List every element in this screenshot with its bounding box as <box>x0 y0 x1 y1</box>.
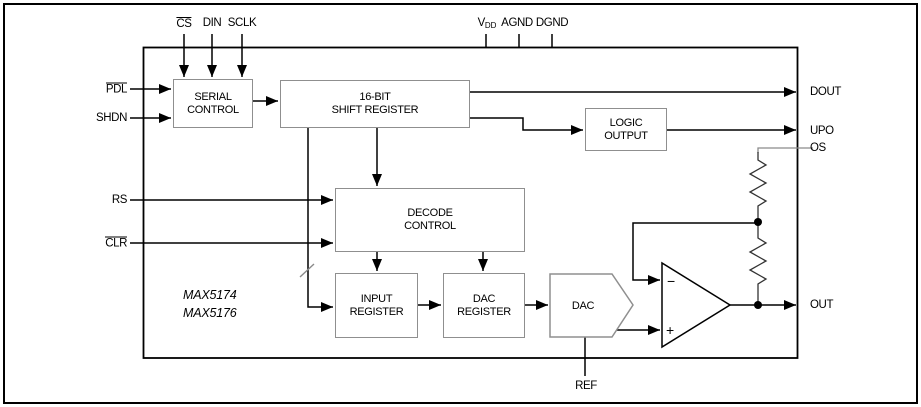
pin-label-shdn: SHDN <box>96 112 127 124</box>
part-name: MAX5174 <box>183 288 237 302</box>
pin-label-agnd: AGND <box>501 17 533 29</box>
outer-border <box>3 3 918 404</box>
pin-label-vdd: VDD <box>477 17 497 30</box>
input-register-block: INPUT REGISTER <box>335 273 418 338</box>
pin-label-clr: CLR <box>105 236 127 250</box>
logic-output-block: LOGIC OUTPUT <box>585 108 667 151</box>
junction-dot <box>754 301 762 309</box>
serial-control-block: SERIAL CONTROL <box>173 79 253 128</box>
junction-dot <box>754 218 762 226</box>
part-name: MAX5176 <box>183 306 237 320</box>
pin-label-os: OS <box>810 142 826 154</box>
wire-data-bus <box>307 128 333 312</box>
wire-feedback <box>632 222 758 285</box>
pin-label-sclk: SCLK <box>227 17 257 29</box>
shift-register-block: 16-BIT SHIFT REGISTER <box>280 80 470 128</box>
pin-label-out: OUT <box>810 299 834 311</box>
opamp-minus-sign: − <box>667 273 676 289</box>
wire-os <box>757 147 813 153</box>
dac-block-label: DAC <box>571 299 595 312</box>
pin-label-dgnd: DGND <box>535 17 569 29</box>
opamp-icon <box>661 261 732 349</box>
pin-label-pdl: PDL <box>105 82 127 96</box>
pin-label-ref: REF <box>575 380 597 392</box>
opamp-plus-sign: + <box>666 322 675 338</box>
pin-label-upo: UPO <box>810 125 834 137</box>
bus-slash-icon <box>299 263 315 278</box>
pin-label-rs: RS <box>111 194 128 206</box>
dac-shape <box>549 273 634 338</box>
pin-label-cs: CS <box>176 17 192 30</box>
resistor-icon <box>748 152 768 223</box>
chip-boundary <box>142 46 799 359</box>
pin-label-din: DIN <box>202 17 222 29</box>
wire-shift-to-logic <box>470 117 583 135</box>
decode-control-block: DECODE CONTROL <box>335 188 525 252</box>
resistor-icon <box>748 223 768 305</box>
pin-label-dout: DOUT <box>810 86 841 98</box>
dac-register-block: DAC REGISTER <box>443 273 525 338</box>
